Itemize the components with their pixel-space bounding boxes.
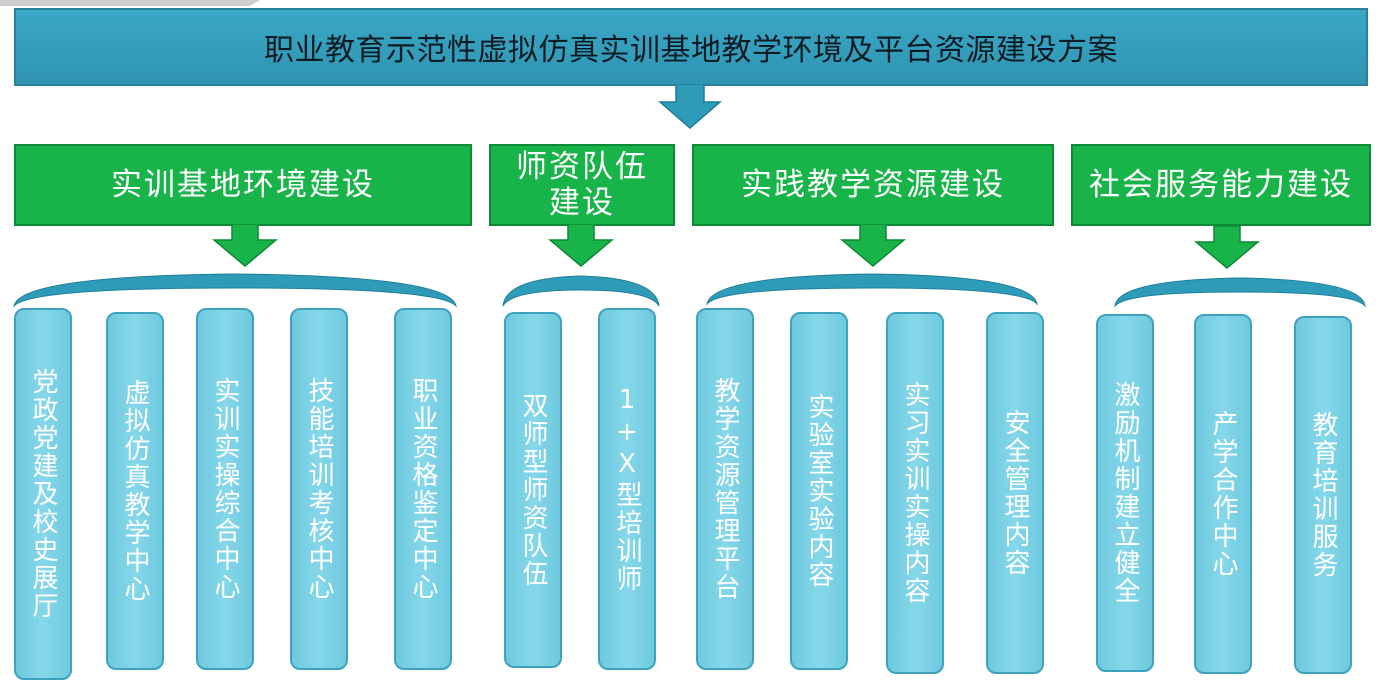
category-label: 师资队伍建设 <box>516 149 648 221</box>
item-education-training-service: 教育培训服务 <box>1294 316 1352 674</box>
category-arrow <box>212 224 278 267</box>
item-label: 技能培训考核中心 <box>304 377 334 601</box>
group-brace <box>1114 277 1366 308</box>
item-1x-trainer: 1+X型培训师 <box>598 308 656 670</box>
title-arrow <box>658 84 722 129</box>
item-label: 产学合作中心 <box>1208 410 1238 578</box>
item-resource-platform: 教学资源管理平台 <box>696 308 754 670</box>
item-training-practice-center: 实训实操综合中心 <box>196 308 254 670</box>
item-skill-assessment-center: 技能培训考核中心 <box>290 308 348 670</box>
title-box: 职业教育示范性虚拟仿真实训基地教学环境及平台资源建设方案 <box>14 8 1368 86</box>
item-label: 安全管理内容 <box>1000 409 1030 577</box>
item-label: 教育培训服务 <box>1308 411 1338 579</box>
item-qualification-center: 职业资格鉴定中心 <box>394 308 452 670</box>
item-lab-content: 实验室实验内容 <box>790 312 848 670</box>
category-practice-resources: 实践教学资源建设 <box>692 144 1054 226</box>
category-social-service: 社会服务能力建设 <box>1071 144 1371 226</box>
item-internship-content: 实习实训实操内容 <box>886 312 944 674</box>
item-label: 职业资格鉴定中心 <box>408 377 438 601</box>
item-industry-academia-center: 产学合作中心 <box>1194 314 1252 674</box>
item-dual-teacher-team: 双师型师资队伍 <box>504 312 562 668</box>
item-label: 党政党建及校史展厅 <box>28 368 58 620</box>
item-incentive-mechanism: 激励机制建立健全 <box>1096 314 1154 672</box>
item-label: 虚拟仿真教学中心 <box>120 379 150 603</box>
item-label: 实习实训实操内容 <box>900 381 930 605</box>
category-label: 实践教学资源建设 <box>741 167 1005 203</box>
category-arrow <box>1194 226 1260 269</box>
item-party-history-hall: 党政党建及校史展厅 <box>14 308 72 680</box>
category-label: 实训基地环境建设 <box>111 167 375 203</box>
category-arrow <box>548 224 614 267</box>
item-label: 双师型师资队伍 <box>518 392 548 588</box>
item-label: 实验室实验内容 <box>804 393 834 589</box>
item-label: 1+X型培训师 <box>612 385 642 593</box>
item-label: 实训实操综合中心 <box>210 377 240 601</box>
corner-decoration <box>0 0 260 6</box>
category-training-base: 实训基地环境建设 <box>14 144 472 226</box>
group-brace <box>502 275 660 307</box>
group-brace <box>706 273 1038 306</box>
item-label: 激励机制建立健全 <box>1110 381 1140 605</box>
item-label: 教学资源管理平台 <box>710 377 740 601</box>
category-label: 社会服务能力建设 <box>1089 167 1353 203</box>
group-brace <box>13 273 457 308</box>
category-teaching-staff: 师资队伍建设 <box>489 144 675 226</box>
item-safety-management: 安全管理内容 <box>986 312 1044 674</box>
title-text: 职业教育示范性虚拟仿真实训基地教学环境及平台资源建设方案 <box>264 33 1118 68</box>
item-virtual-teaching-center: 虚拟仿真教学中心 <box>106 312 164 670</box>
category-arrow <box>840 224 906 267</box>
